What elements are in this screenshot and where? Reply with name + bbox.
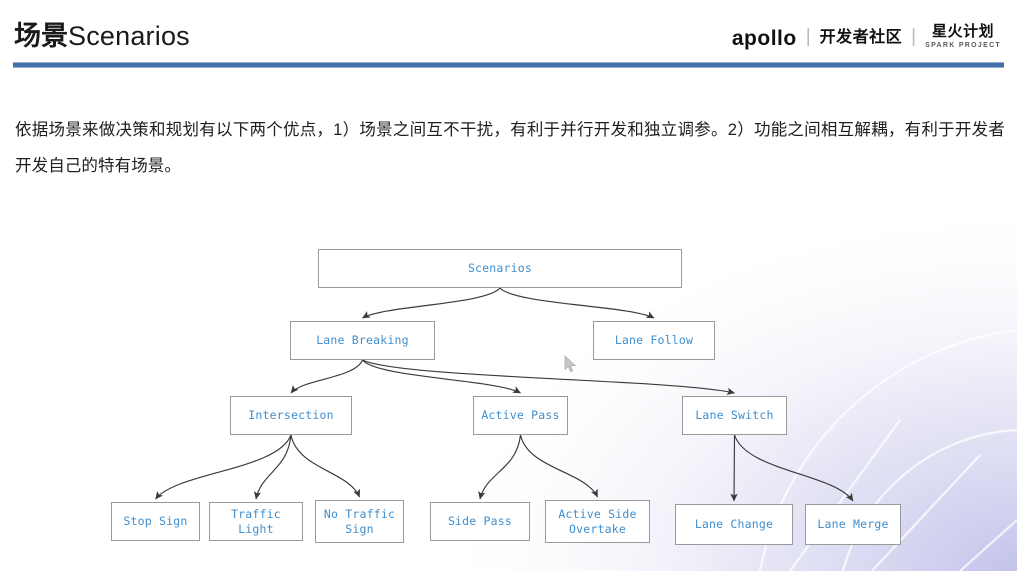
node-active-side-overtake: Active Side Overtake [545, 500, 650, 543]
brand-lockup: apollo | 开发者社区 | 星火计划 SPARK PROJECT [732, 24, 1001, 50]
edge-scenarios-to-lane-follow [499, 287, 655, 319]
node-label: Lane Switch [695, 408, 774, 422]
mouse-cursor [564, 355, 577, 373]
node-lane-switch: Lane Switch [682, 396, 787, 435]
node-label: Lane Change [694, 517, 774, 531]
slide-header: 场景Scenarios apollo | 开发者社区 | 星火计划 SPARK … [0, 0, 1017, 68]
node-lane-breaking: Lane Breaking [290, 321, 435, 360]
apollo-logo-text: apollo [731, 26, 797, 50]
spark-project-logo: 星火计划 SPARK PROJECT [925, 24, 1001, 50]
node-label: Scenarios [467, 261, 533, 275]
node-lane-follow: Lane Follow [593, 321, 715, 360]
edge-intersection-to-stop-sign [155, 434, 292, 500]
edge-intersection-to-traffic-light [253, 434, 292, 500]
page-title: 场景Scenarios [14, 19, 190, 53]
node-label: Intersection [248, 408, 334, 422]
body-paragraph: 依据场景来做决策和规划有以下两个优点，1）场景之间互不干扰，有利于并行开发和独立… [15, 121, 1005, 175]
spark-project-en: SPARK PROJECT [925, 42, 1001, 49]
node-label: Lane Breaking [316, 333, 409, 347]
brand-separator-1: | [805, 25, 811, 47]
edge-lane-breaking-to-active-pass [362, 359, 521, 394]
node-label: Traffic Light [231, 506, 281, 536]
node-no-traffic-sign: No Traffic Sign [315, 500, 404, 543]
node-active-pass: Active Pass [473, 396, 568, 435]
edge-intersection-to-no-traffic-sign [290, 434, 361, 498]
node-stop-sign: Stop Sign [111, 502, 200, 541]
spark-project-cn: 星火计划 [932, 23, 995, 40]
page-title-en: Scenarios [68, 21, 190, 51]
node-intersection: Intersection [230, 396, 352, 435]
brand-separator-2: | [911, 25, 917, 47]
node-label: Side Pass [447, 514, 513, 528]
header-divider [13, 62, 1004, 68]
node-lane-change: Lane Change [675, 504, 793, 545]
node-label: Lane Follow [614, 333, 694, 347]
node-label: Active Side Overtake [558, 506, 637, 536]
node-scenarios: Scenarios [318, 249, 682, 288]
edge-active-pass-to-active-side-overtake [519, 434, 599, 498]
node-lane-merge: Lane Merge [805, 504, 901, 545]
developer-community-label: 开发者社区 [819, 28, 903, 46]
node-traffic-light: Traffic Light [209, 502, 303, 541]
page-title-cn: 场景 [14, 21, 68, 51]
node-label: Lane Merge [817, 517, 889, 531]
edge-lane-breaking-to-lane-switch [362, 359, 735, 395]
node-label: Active Pass [481, 408, 560, 422]
edge-scenarios-to-lane-breaking [362, 287, 501, 319]
node-label: No Traffic Sign [323, 506, 396, 536]
node-label: Stop Sign [123, 514, 188, 528]
edge-lane-switch-to-lane-merge [733, 434, 854, 502]
edge-lane-switch-to-lane-change [730, 434, 738, 502]
edge-active-pass-to-side-pass [478, 434, 522, 500]
node-side-pass: Side Pass [430, 502, 530, 541]
edge-lane-breaking-to-intersection [290, 359, 364, 394]
